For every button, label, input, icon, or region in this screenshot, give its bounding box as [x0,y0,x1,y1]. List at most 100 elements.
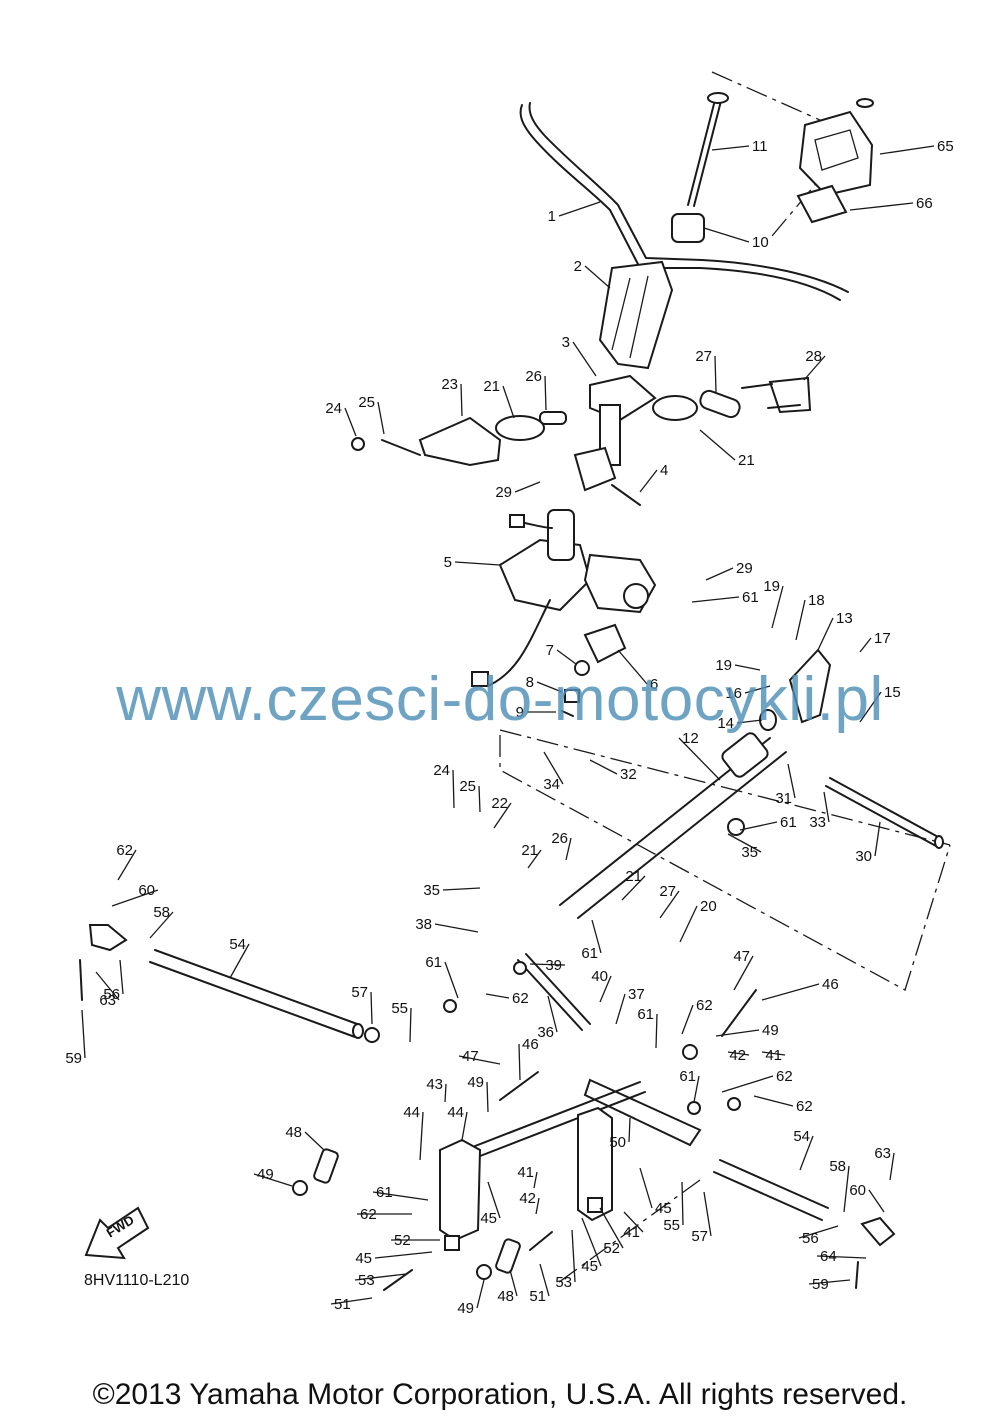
leader-line [761,983,820,1001]
callout-58: 58 [153,904,170,921]
leader-line [659,890,680,919]
callout-7: 7 [546,642,554,659]
leader-line [374,1251,433,1259]
callout-16: 16 [725,685,742,702]
callout-61: 61 [581,945,598,962]
callout-56: 56 [802,1230,819,1247]
callout-60: 60 [138,882,155,899]
tie-rod-54-right [719,1159,829,1209]
leader-line [253,1173,293,1187]
callout-34: 34 [543,776,560,793]
bracket-13 [788,648,832,724]
callout-39: 39 [545,957,562,974]
leader-line [458,1055,501,1065]
handlebar [519,104,841,301]
leader-line [565,837,572,861]
leader-line [628,1117,631,1143]
leader-line [111,889,159,907]
diagram-artwork [79,71,951,1291]
callout-24: 24 [325,400,342,417]
leader-line [452,769,455,809]
leader-line [584,265,611,289]
leader-line [518,1043,521,1081]
callout-62: 62 [796,1098,813,1115]
callout-leaders [81,145,935,1309]
leader-line [721,1075,774,1093]
callout-64: 64 [820,1248,837,1265]
leader-line [544,375,547,411]
leader-line [409,1007,412,1043]
leader-line [444,1083,447,1103]
callout-43: 43 [426,1076,443,1093]
callout-54: 54 [793,1128,810,1145]
leader-line [589,759,618,775]
callout-41: 41 [517,1164,534,1181]
callout-57: 57 [691,1228,708,1245]
arm-43-left [439,1138,482,1242]
leader-line [419,1111,424,1161]
leader-line [859,637,872,653]
callout-20: 20 [700,898,717,915]
leader-line [485,993,510,999]
bracket-28 [768,376,812,414]
rod-36 [517,959,583,1031]
leader-line [529,963,566,966]
leader-line [478,785,481,813]
callout-55: 55 [391,1000,408,1017]
callout-21: 21 [738,452,755,469]
callout-62: 62 [116,842,133,859]
leader-line [617,649,648,685]
callout-48: 48 [497,1288,514,1305]
callout-41: 41 [765,1047,782,1064]
callout-63: 63 [874,1145,891,1162]
leader-line [681,1004,694,1035]
leader-line [699,429,736,461]
leader-line [533,1171,538,1189]
copyright: ©2013 Yamaha Motor Corporation, U.S.A. A… [92,1378,908,1411]
callout-5: 5 [444,554,452,571]
column-cover-2 [598,260,674,370]
callout-55: 55 [663,1217,680,1234]
leader-line [753,1095,794,1107]
leader-line [736,719,763,724]
callout-2: 2 [574,258,582,275]
callout-14: 14 [717,715,734,732]
collar-26-upper [539,411,567,425]
leader-line [591,919,602,954]
callout-61: 61 [679,1068,696,1085]
callout-50: 50 [609,1134,626,1151]
callout-15: 15 [884,684,901,701]
leader-line [744,685,771,694]
leader-line [849,202,914,211]
callout-6: 6 [650,676,658,693]
leader-line [715,1029,760,1037]
callout-11: 11 [752,138,768,155]
leader-line [476,1279,485,1309]
callout-21: 21 [521,842,538,859]
tie-rod-54-left [154,949,361,1026]
callout-29: 29 [495,484,512,501]
leader-line [843,1165,850,1213]
callout-41: 41 [623,1224,640,1241]
leader-line [874,821,881,857]
leader-line [639,469,658,493]
leader-line [816,1255,867,1259]
bolt-11 [687,99,716,206]
leader-line [817,617,834,651]
callout-25: 25 [459,778,476,795]
callout-49: 49 [257,1166,274,1183]
callout-36: 36 [537,1024,554,1041]
callout-46: 46 [522,1036,539,1053]
callout-22: 22 [491,795,508,812]
callout-62: 62 [512,990,529,1007]
callout-18: 18 [808,592,825,609]
bracket-21-left [495,415,545,441]
callout-35: 35 [741,844,758,861]
callout-19: 19 [763,578,780,595]
leader-line [868,1189,885,1213]
leader-line [678,737,721,781]
leader-line [787,763,796,799]
callout-52: 52 [603,1240,620,1257]
callout-42: 42 [729,1047,746,1064]
